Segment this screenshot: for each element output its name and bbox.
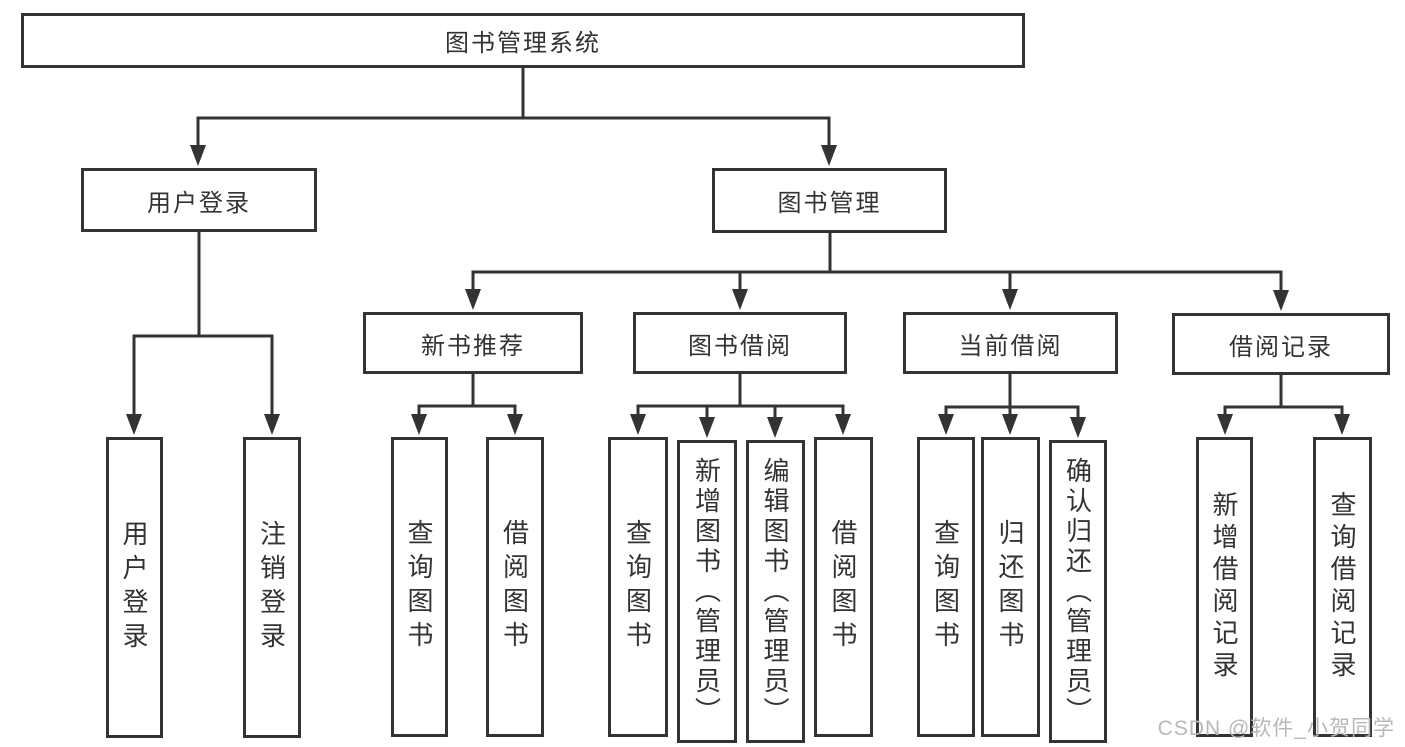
leaf-label: 查询图书 bbox=[622, 519, 653, 655]
leaf-records-query-borrow-record: 查询借阅记录 bbox=[1313, 437, 1372, 737]
arrowhead bbox=[835, 414, 851, 435]
arrowhead bbox=[411, 414, 427, 435]
leaf-label: 新增图书（管理员） bbox=[691, 456, 722, 727]
leaf-borrow-borrow-book: 借阅图书 bbox=[814, 437, 873, 737]
arrowhead bbox=[630, 414, 646, 435]
node-current-borrow: 当前借阅 bbox=[903, 312, 1118, 374]
leaf-borrow-add-book-admin: 新增图书（管理员） bbox=[677, 440, 737, 743]
leaf-label: 归还图书 bbox=[995, 519, 1025, 655]
leaf-label: 查询图书 bbox=[930, 519, 961, 655]
leaf-label: 用户登录 bbox=[119, 519, 149, 656]
watermark: CSDN @软件_小贺同学 bbox=[1157, 717, 1395, 740]
arrowhead bbox=[1002, 289, 1018, 310]
arrowhead bbox=[732, 289, 748, 310]
node-library-management-system: 图书管理系统 bbox=[21, 13, 1025, 68]
connector-current-borrow-to-leaves bbox=[938, 374, 1086, 438]
connector-root-to-level2 bbox=[190, 68, 837, 166]
leaf-label: 新增借阅记录 bbox=[1209, 491, 1239, 683]
arrowhead bbox=[507, 414, 523, 435]
leaf-label: 编辑图书（管理员） bbox=[760, 456, 790, 727]
leaf-label: 确认归还（管理员） bbox=[1062, 456, 1093, 727]
node-borrow-records: 借阅记录 bbox=[1172, 313, 1390, 375]
leaf-current-return-book: 归还图书 bbox=[981, 437, 1040, 737]
connector-user-login-to-leaves bbox=[126, 232, 280, 435]
arrowhead bbox=[190, 145, 206, 166]
leaf-label: 查询借阅记录 bbox=[1327, 491, 1357, 683]
arrowhead bbox=[767, 417, 783, 438]
leaf-label: 注销登录 bbox=[256, 519, 287, 656]
leaf-current-query-book: 查询图书 bbox=[917, 437, 975, 737]
node-book-management: 图书管理 bbox=[712, 168, 947, 233]
arrowhead bbox=[1070, 417, 1086, 438]
arrowhead bbox=[1002, 414, 1018, 435]
arrowhead bbox=[938, 414, 954, 435]
leaf-current-confirm-return-admin: 确认归还（管理员） bbox=[1049, 440, 1107, 743]
arrowhead bbox=[1334, 414, 1350, 435]
leaf-borrow-query-book: 查询图书 bbox=[608, 437, 668, 737]
arrowhead bbox=[126, 414, 142, 435]
leaf-user-login: 用户登录 bbox=[106, 437, 163, 738]
arrowhead bbox=[264, 414, 280, 435]
arrowhead bbox=[1273, 290, 1289, 311]
leaf-label: 借阅图书 bbox=[499, 519, 530, 655]
leaf-newbook-query-book: 查询图书 bbox=[391, 437, 448, 737]
connector-new-book-to-leaves bbox=[411, 374, 523, 435]
connector-book-management-to-level3 bbox=[465, 233, 1289, 311]
node-user-login: 用户登录 bbox=[81, 168, 317, 232]
connector-borrow-records-to-leaves bbox=[1217, 375, 1350, 435]
leaf-records-add-borrow-record: 新增借阅记录 bbox=[1196, 437, 1253, 737]
arrowhead bbox=[1217, 414, 1233, 435]
connector-book-borrow-to-leaves bbox=[630, 374, 851, 438]
node-new-book-recommend: 新书推荐 bbox=[363, 312, 583, 374]
arrowhead bbox=[821, 145, 837, 166]
arrowhead bbox=[699, 417, 715, 438]
leaf-logout-login: 注销登录 bbox=[243, 437, 301, 738]
leaf-newbook-borrow-book: 借阅图书 bbox=[486, 437, 544, 737]
arrowhead bbox=[465, 289, 481, 310]
leaf-label: 查询图书 bbox=[404, 519, 434, 655]
leaf-borrow-edit-book-admin: 编辑图书（管理员） bbox=[746, 440, 805, 743]
node-book-borrow: 图书借阅 bbox=[633, 312, 847, 374]
leaf-label: 借阅图书 bbox=[828, 519, 858, 655]
